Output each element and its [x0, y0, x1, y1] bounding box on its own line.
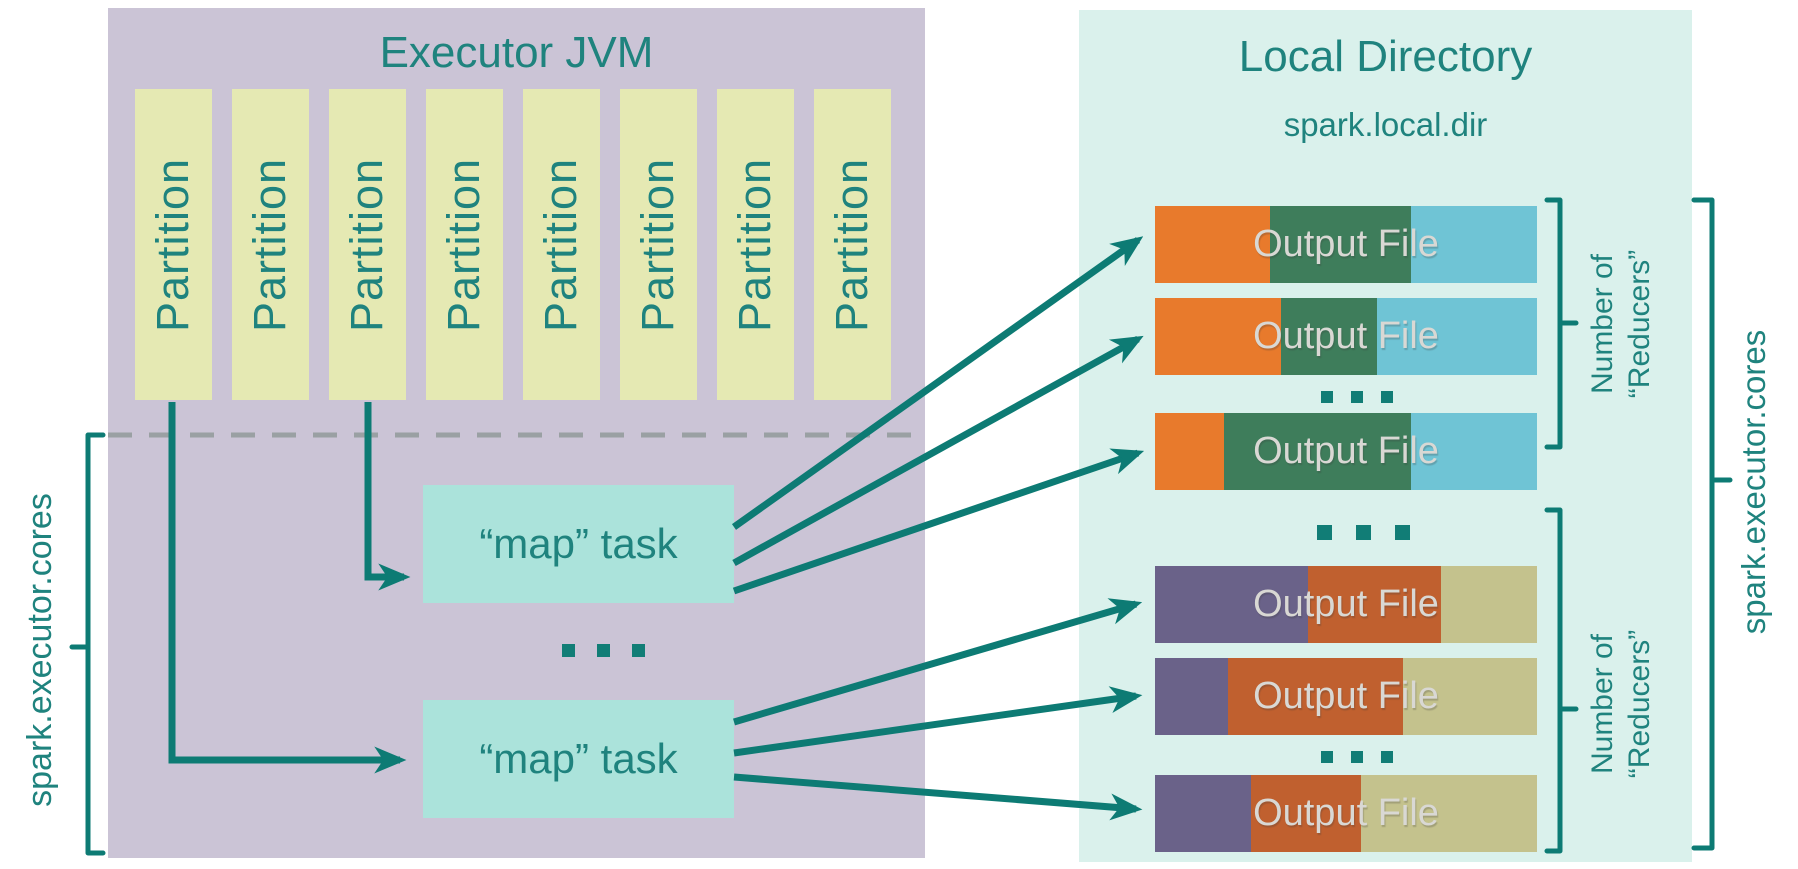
reducers-label: “Reducers” [1623, 249, 1656, 399]
output-file-segment [1403, 658, 1537, 735]
output-file-segment [1155, 206, 1270, 283]
partition-box: Partition [329, 89, 406, 400]
reducers-label: “Reducers” [1623, 629, 1656, 779]
partition-box: Partition [814, 89, 891, 400]
output-file-label: Output File [1253, 583, 1439, 625]
output-file-segment [1250, 775, 1362, 852]
spark-local-dir-label: spark.local.dir [1283, 106, 1488, 143]
executor-jvm-panel: Executor JVM Partition Partition Partiti… [108, 8, 925, 858]
output-file-label: Output File [1253, 792, 1439, 834]
spark-executor-cores-label-left: spark.executor.cores [20, 493, 59, 807]
partition-box: Partition [232, 89, 309, 400]
ellipsis-dots-group1 [1321, 391, 1393, 403]
partition-label: Partition [244, 157, 296, 332]
partition-box: Partition [620, 89, 697, 400]
partition-label: Partition [535, 157, 587, 332]
partition-label: Partition [826, 157, 878, 332]
output-file-segment [1223, 413, 1411, 490]
local-directory-title: Local Directory [1238, 32, 1533, 81]
output-file-segment [1307, 566, 1442, 643]
output-file-bar: Output File [1155, 206, 1537, 283]
output-file-segment [1410, 206, 1537, 283]
ellipsis-dots-group2 [1321, 751, 1393, 763]
output-file-segment [1155, 298, 1282, 375]
output-file-bar: Output File [1155, 566, 1537, 643]
partition-box: Partition [717, 89, 794, 400]
output-file-bar: Output File [1155, 413, 1537, 490]
output-file-bar: Output File [1155, 775, 1537, 852]
output-file-segment [1155, 413, 1224, 490]
right-cores-bracket [1691, 197, 1733, 851]
map-task-box: “map” task [423, 485, 734, 603]
output-file-segment [1376, 298, 1537, 375]
partition-box: Partition [135, 89, 212, 400]
output-file-segment [1361, 775, 1537, 852]
output-file-label: Output File [1253, 223, 1439, 265]
ellipsis-dots-groups [1317, 525, 1410, 540]
map-task-label: “map” task [479, 520, 678, 567]
partition-label: Partition [438, 157, 490, 332]
output-file-label: Output File [1253, 315, 1439, 357]
output-file-segment [1410, 413, 1537, 490]
number-of-label: Number of [1586, 633, 1619, 775]
output-file-bar: Output File [1155, 298, 1537, 375]
output-file-segment [1281, 298, 1377, 375]
map-task-label: “map” task [479, 735, 678, 782]
output-file-segment [1155, 658, 1228, 735]
output-file-label: Output File [1253, 430, 1439, 472]
output-file-segment [1441, 566, 1537, 643]
output-file-segment [1155, 566, 1308, 643]
executor-jvm-title: Executor JVM [379, 28, 654, 77]
number-of-reducers-label-group2: Number of “Reducers” [1582, 544, 1660, 864]
output-file-segment [1269, 206, 1411, 283]
partition-label: Partition [632, 157, 684, 332]
partition-label: Partition [341, 157, 393, 332]
output-file-label: Output File [1253, 675, 1439, 717]
partition-box: Partition [523, 89, 600, 400]
left-cores-bracket [69, 432, 106, 856]
ellipsis-dots-map-tasks [562, 644, 645, 657]
output-file-segment [1155, 775, 1251, 852]
output-file-segment [1227, 658, 1404, 735]
spark-executor-cores-label-right: spark.executor.cores [1735, 329, 1772, 635]
number-of-reducers-label-group1: Number of “Reducers” [1582, 164, 1660, 484]
output-file-bar: Output File [1155, 658, 1537, 735]
map-task-box: “map” task [423, 700, 734, 818]
partition-label: Partition [147, 157, 199, 332]
number-of-label: Number of [1586, 253, 1619, 395]
local-directory-panel: Local Directory spark.local.dir Output F… [1079, 10, 1692, 862]
partition-box: Partition [426, 89, 503, 400]
partition-label: Partition [729, 157, 781, 332]
